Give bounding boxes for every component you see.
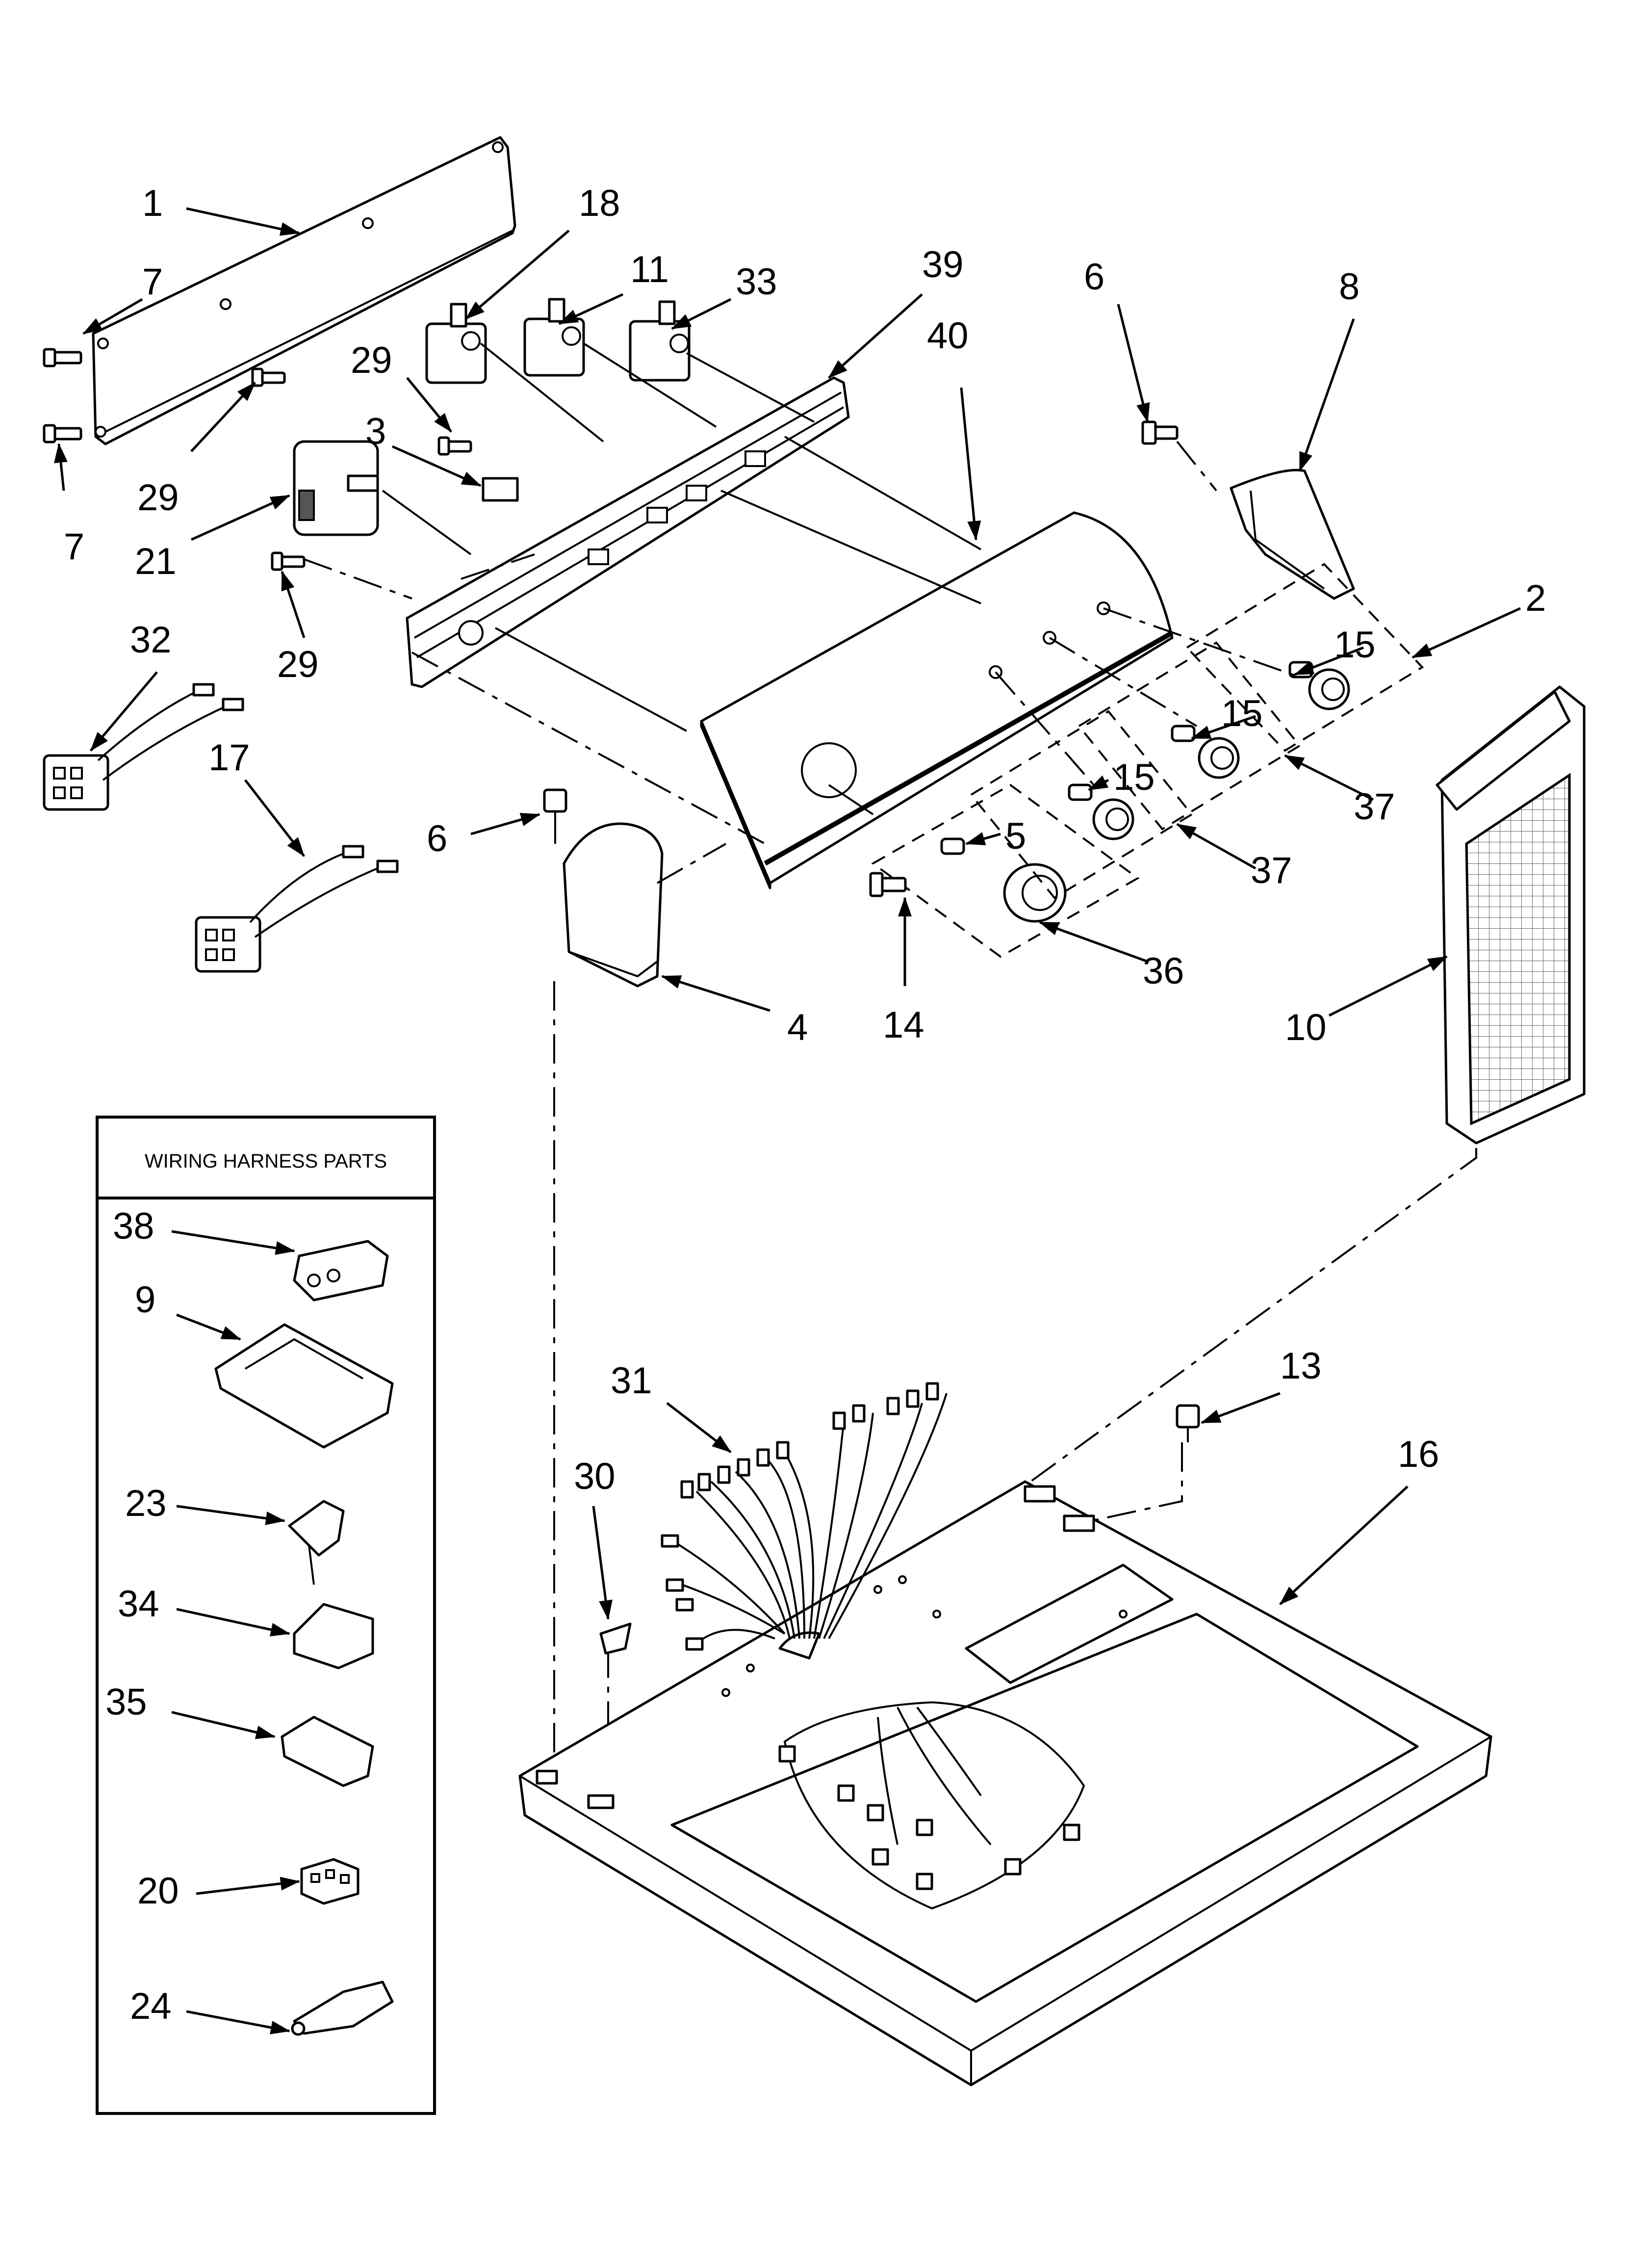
knob-group-37-outline-a (1078, 641, 1301, 831)
part-9-housing (214, 1323, 394, 1449)
callout-29a: 29 (351, 339, 392, 381)
callout-6b: 6 (427, 818, 447, 860)
end-cap-8 (1230, 469, 1355, 600)
callout-29c: 29 (277, 644, 319, 685)
callout-7b: 7 (64, 526, 84, 568)
knob-15-upper (1308, 668, 1350, 710)
callout-1: 1 (142, 182, 163, 224)
switch-11 (523, 298, 585, 377)
harness-32 (43, 683, 244, 811)
callout-31: 31 (611, 1360, 652, 1402)
callout-29b: 29 (137, 477, 179, 519)
screw-6-upper (1141, 420, 1179, 445)
console-40 (700, 511, 1174, 889)
clip-3 (482, 477, 519, 502)
inset-title: WIRING HARNESS PARTS (145, 1150, 387, 1172)
callout-17: 17 (208, 737, 250, 779)
clip-30 (599, 1622, 632, 1655)
callout-2: 2 (1525, 577, 1546, 619)
callout-9: 9 (135, 1279, 155, 1321)
callout-38: 38 (113, 1205, 154, 1247)
knob-group-36-outline (871, 783, 1140, 958)
knob-15-middle (1198, 737, 1240, 779)
cabinet-top-16 (518, 1480, 1492, 2086)
callout-24: 24 (130, 1985, 172, 2027)
harness-17 (195, 845, 399, 973)
control-bracket-39 (406, 376, 850, 688)
callout-3: 3 (365, 411, 386, 452)
callout-34: 34 (118, 1583, 159, 1625)
knob-group-37-outline-b (970, 710, 1193, 899)
screw-13 (1176, 1404, 1200, 1442)
callout-30: 30 (574, 1456, 616, 1497)
callout-labels: 1 18 11 33 39 6 8 7 7 29 29 29 3 21 40 2… (64, 182, 1546, 2027)
callout-10: 10 (1285, 1007, 1327, 1048)
leader-lines (54, 207, 1521, 1766)
callout-15b: 15 (1221, 693, 1263, 734)
part-24-terminal (291, 1981, 394, 2036)
timer-21 (293, 440, 379, 536)
callout-13: 13 (1280, 1345, 1322, 1387)
screw-6-lower (543, 788, 567, 844)
screw-29-c (271, 551, 306, 571)
callout-33: 33 (736, 261, 777, 303)
rear-panel-bracket (92, 136, 516, 445)
part-35-connector (281, 1716, 374, 1787)
part-23-terminal (288, 1500, 345, 1585)
knob-group-2-outline (1185, 563, 1424, 752)
callout-7a: 7 (142, 261, 163, 303)
callout-11: 11 (630, 249, 669, 290)
knob-15-lower (1092, 798, 1134, 840)
knob-36 (1003, 863, 1067, 923)
callout-32: 32 (130, 619, 172, 661)
switch-18 (425, 303, 487, 384)
lint-screen-10 (1436, 685, 1586, 1145)
callout-37b: 37 (1251, 850, 1292, 891)
switch-33 (629, 300, 691, 382)
callout-23: 23 (125, 1483, 167, 1524)
callout-8: 8 (1339, 266, 1360, 308)
callout-20: 20 (137, 1870, 179, 1912)
callout-5: 5 (1005, 815, 1026, 857)
callout-40: 40 (927, 315, 969, 357)
callout-18: 18 (579, 182, 620, 224)
screw-7-upper (43, 348, 82, 367)
end-cap-4 (563, 822, 664, 988)
callout-37a: 37 (1354, 786, 1395, 828)
callout-6a: 6 (1084, 256, 1104, 298)
callout-4: 4 (787, 1007, 808, 1048)
part-34-connector (293, 1603, 374, 1669)
screw-29-a (251, 367, 286, 387)
callout-36: 36 (1143, 950, 1184, 992)
screw-14 (869, 872, 907, 897)
callout-14: 14 (883, 1004, 924, 1046)
callout-35: 35 (105, 1681, 147, 1723)
wiring-harness-31 (661, 1382, 1085, 1910)
callout-21: 21 (135, 541, 177, 582)
callout-16: 16 (1398, 1434, 1439, 1475)
part-20-connector (300, 1858, 359, 1905)
callout-39: 39 (922, 244, 964, 286)
callout-15a: 15 (1334, 624, 1376, 666)
callout-15c: 15 (1113, 756, 1155, 798)
part-38-connector (293, 1240, 389, 1302)
wiring-harness-parts-inset: WIRING HARNESS PARTS (96, 1116, 436, 2115)
screw-29-b (437, 436, 472, 456)
screw-7-lower (43, 424, 82, 443)
